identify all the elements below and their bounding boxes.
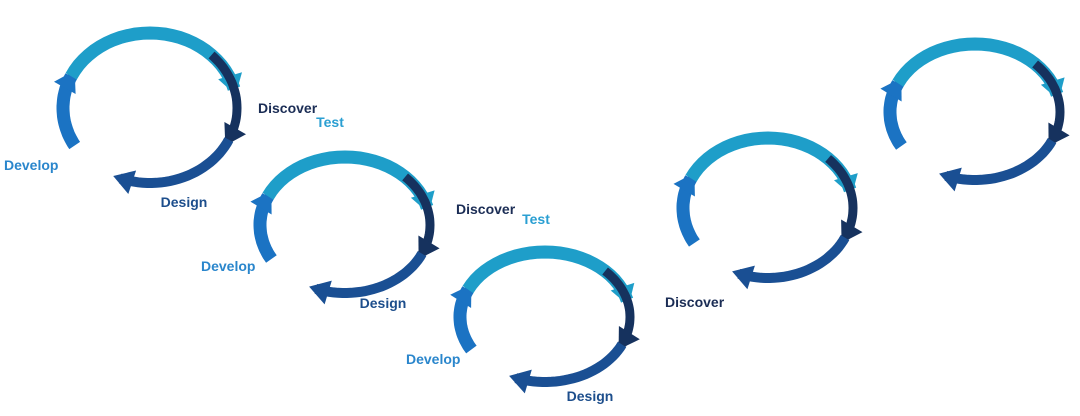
design-arrow: [732, 235, 850, 290]
test-label: Test: [522, 211, 550, 227]
develop-label: Develop: [406, 351, 460, 367]
develop-label: Develop: [4, 157, 58, 173]
discover-arrow: [1032, 60, 1070, 146]
design-arrow-head: [509, 369, 532, 394]
design-arrow: [509, 341, 627, 394]
test-label: Test: [316, 114, 344, 130]
develop-arrow-head: [673, 173, 695, 197]
develop-arrow-head: [250, 191, 272, 215]
develop-arrow: [880, 78, 907, 150]
discover-arrow: [825, 155, 863, 243]
discover-arrow: [602, 267, 640, 350]
discover-arrow-head: [841, 219, 863, 243]
discover-arrow-head: [224, 122, 246, 146]
discover-arrow-shaft: [825, 155, 858, 240]
develop-arrow: [450, 284, 477, 354]
test-arrow-shaft: [262, 150, 434, 210]
design-arrow: [113, 137, 234, 194]
design-label: Design: [161, 194, 208, 210]
design-arrow-shaft: [737, 235, 850, 283]
cycle-5: [880, 37, 1070, 192]
design-arrow-shaft: [514, 341, 627, 387]
design-arrow-head: [113, 170, 137, 194]
design-arrow-shaft: [118, 137, 234, 188]
design-arrow-head: [939, 167, 962, 192]
discover-arrow-shaft: [1032, 60, 1065, 143]
cycle-4: [673, 131, 863, 290]
design-arrow-shaft: [314, 251, 427, 298]
test-arrow-shaft: [462, 245, 634, 303]
test-arrow-shaft: [65, 26, 241, 91]
develop-arrow: [673, 173, 700, 247]
discover-arrow-head: [418, 235, 440, 259]
design-arrow-head: [309, 280, 332, 305]
develop-label: Develop: [201, 258, 255, 274]
discover-label: Discover: [665, 294, 725, 310]
design-label: Design: [567, 388, 614, 404]
discover-arrow: [208, 51, 246, 146]
discover-arrow-shaft: [208, 51, 242, 142]
develop-arrow-head: [54, 70, 76, 94]
test-arrow-shaft: [685, 131, 857, 193]
develop-arrow: [54, 70, 81, 150]
design-label: Design: [360, 295, 407, 311]
discover-arrow-head: [618, 326, 640, 350]
develop-arrow-head: [880, 78, 902, 102]
design-arrow: [939, 138, 1057, 192]
discover-label: Discover: [258, 100, 318, 116]
discover-arrow-shaft: [402, 173, 435, 256]
develop-arrow-head: [450, 284, 472, 308]
design-arrow-head: [732, 265, 755, 290]
design-arrow-shaft: [944, 138, 1057, 185]
discover-arrow-head: [1048, 122, 1070, 146]
discover-label: Discover: [456, 201, 516, 217]
discover-arrow: [402, 173, 440, 259]
develop-arrow: [250, 191, 277, 263]
design-arrow: [309, 251, 427, 305]
test-arrow-shaft: [892, 37, 1064, 97]
